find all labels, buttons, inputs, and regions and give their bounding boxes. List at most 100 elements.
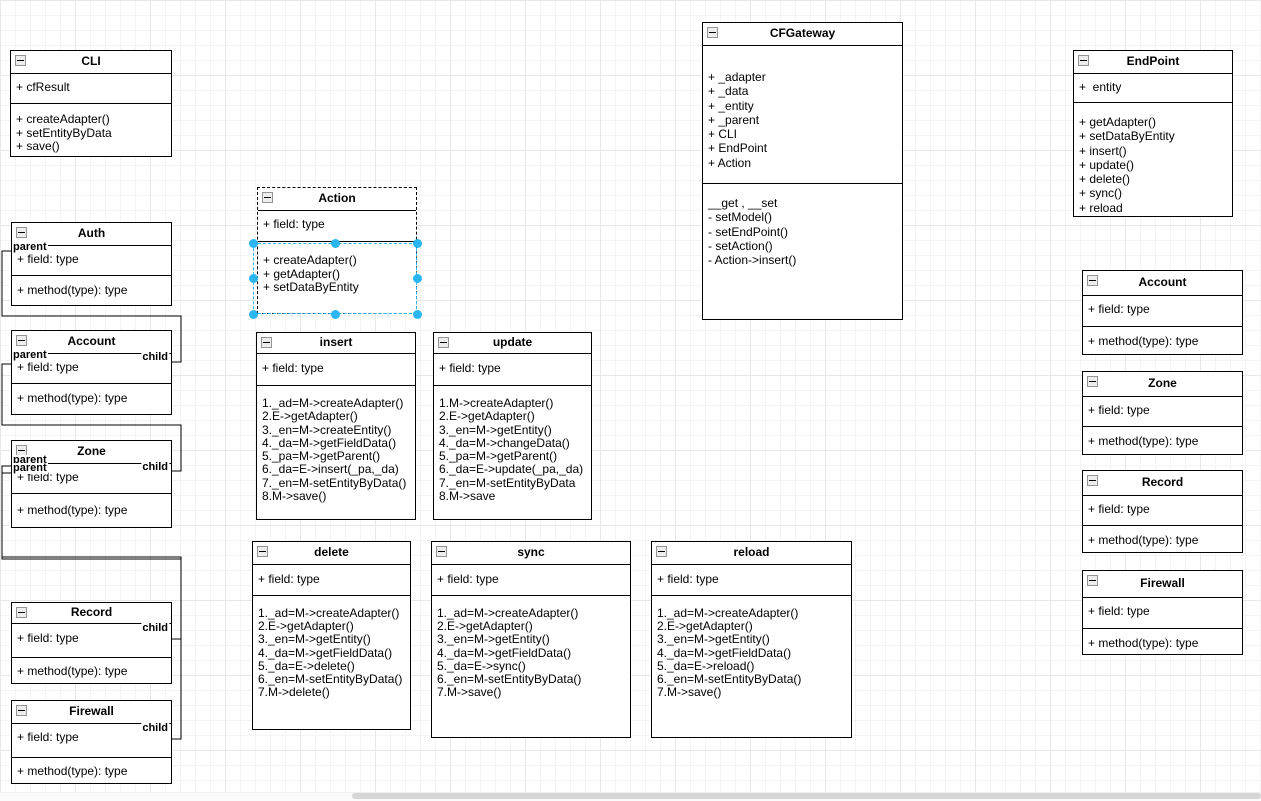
collapse-icon[interactable]: [1087, 575, 1098, 586]
method-row[interactable]: 7._en=M-setEntityByData: [439, 475, 576, 490]
method-row[interactable]: - Action->insert(): [708, 253, 797, 268]
selection-handle[interactable]: [330, 309, 340, 319]
field-row[interactable]: + field: type: [262, 361, 324, 375]
method-row[interactable]: 2.E->getAdapter(): [437, 619, 533, 634]
method-row[interactable]: 3._en=M->createEntity(): [262, 422, 392, 437]
method-row[interactable]: 1.M->createAdapter(): [439, 396, 554, 410]
method-row[interactable]: 5._da=E->sync(): [437, 658, 526, 673]
collapse-icon[interactable]: [257, 546, 268, 557]
method-row[interactable]: 6._da=E->insert(_pa,_da): [262, 462, 399, 477]
method-row[interactable]: 7._en=M-setEntityByData(): [262, 475, 407, 490]
method-row[interactable]: 4._da=M->changeData(): [439, 435, 570, 450]
method-row[interactable]: 8.M->save: [439, 489, 496, 504]
method-row[interactable]: 4._da=M->getFieldData(): [657, 645, 792, 660]
field-row[interactable]: + field: type: [657, 572, 719, 586]
selection-handle[interactable]: [412, 274, 422, 283]
field-row[interactable]: + field: type: [17, 730, 79, 744]
method-row[interactable]: 1._ad=M->createAdapter(): [657, 606, 799, 620]
method-row[interactable]: 8.M->save(): [262, 489, 327, 504]
method-row[interactable]: 5._da=E->reload(): [657, 658, 755, 673]
field-row[interactable]: + field: type: [263, 217, 325, 231]
method-row[interactable]: 1._ad=M->createAdapter(): [437, 606, 579, 620]
field-row[interactable]: + field: type: [17, 470, 79, 484]
method-row[interactable]: 2.E->getAdapter(): [439, 409, 535, 424]
selection-handle[interactable]: [248, 274, 258, 283]
method-row[interactable]: + setDataByEntity: [1079, 129, 1175, 144]
method-row[interactable]: + save(): [16, 139, 60, 153]
selection-handle[interactable]: [248, 238, 258, 248]
collapse-icon[interactable]: [1087, 475, 1098, 486]
class-zone-right[interactable]: Zone+ field: type+ method(type): type: [1082, 371, 1243, 455]
edge-label-parent[interactable]: parent: [12, 462, 48, 474]
method-row[interactable]: 3._en=M->getEntity(): [439, 422, 552, 437]
edge-label-parent[interactable]: parent: [12, 454, 48, 466]
class-firewall-right[interactable]: Firewall+ field: type+ method(type): typ…: [1082, 570, 1243, 655]
field-row[interactable]: + field: type: [1088, 502, 1150, 516]
field-row[interactable]: + cfResult: [16, 80, 70, 94]
method-row[interactable]: 3._en=M->getEntity(): [437, 632, 550, 647]
class-record-right[interactable]: Record+ field: type+ method(type): type: [1082, 470, 1243, 553]
field-row[interactable]: + field: type: [439, 361, 501, 375]
method-row[interactable]: 7.M->delete(): [258, 685, 330, 700]
method-row[interactable]: 4._da=M->getFieldData(): [437, 645, 572, 660]
field-row[interactable]: + field: type: [17, 252, 79, 266]
method-row[interactable]: __get , __set: [708, 196, 778, 210]
collapse-icon[interactable]: [262, 192, 273, 203]
class-account-right[interactable]: Account+ field: type+ method(type): type: [1082, 270, 1243, 355]
class-record-left[interactable]: Record+ field: type+ method(type): type: [11, 602, 172, 684]
method-row[interactable]: - setEndPoint(): [708, 224, 789, 239]
method-row[interactable]: 6._en=M-setEntityByData(): [258, 671, 403, 686]
method-row[interactable]: + delete(): [1079, 172, 1131, 187]
method-row[interactable]: 6._en=M-setEntityByData(): [437, 671, 582, 686]
method-row[interactable]: + method(type): type: [17, 283, 128, 297]
method-row[interactable]: + method(type): type: [17, 664, 128, 678]
method-row[interactable]: + method(type): type: [1088, 334, 1199, 348]
method-row[interactable]: 4._da=M->getFieldData(): [262, 435, 397, 450]
field-row[interactable]: + field: type: [17, 631, 79, 645]
method-row[interactable]: + method(type): type: [17, 391, 128, 405]
class-cfgateway[interactable]: CFGateway+ _adapter+ _data+ _entity+ _pa…: [702, 22, 903, 320]
field-row[interactable]: + EndPoint: [708, 141, 768, 156]
method-row[interactable]: 5._pa=M->getParent(): [439, 449, 558, 464]
method-row[interactable]: 2.E->getAdapter(): [657, 619, 753, 634]
collapse-icon[interactable]: [16, 335, 27, 346]
collapse-icon[interactable]: [1078, 55, 1089, 66]
method-row[interactable]: 6._en=M-setEntityByData(): [657, 671, 802, 686]
method-row[interactable]: 3._en=M->getEntity(): [657, 632, 770, 647]
class-endpoint[interactable]: EndPoint+ entity+ getAdapter()+ setDataB…: [1073, 50, 1233, 217]
method-row[interactable]: - setModel(): [708, 210, 773, 225]
selection-handle[interactable]: [248, 309, 258, 319]
collapse-icon[interactable]: [436, 546, 447, 557]
method-row[interactable]: 1._ad=M->createAdapter(): [262, 396, 404, 410]
method-row[interactable]: + sync(): [1079, 186, 1123, 201]
collapse-icon[interactable]: [15, 55, 26, 66]
edge-label-child[interactable]: child: [141, 622, 169, 634]
edge-zone-to-firewall[interactable]: [1, 472, 182, 740]
method-row[interactable]: + createAdapter(): [16, 112, 110, 126]
method-row[interactable]: 4._da=M->getFieldData(): [258, 645, 393, 660]
method-row[interactable]: 3._en=M->getEntity(): [258, 632, 371, 647]
edge-label-child[interactable]: child: [141, 351, 169, 363]
edge-label-parent[interactable]: parent: [12, 241, 48, 253]
class-zone-left[interactable]: Zone+ field: type+ method(type): type: [11, 440, 172, 528]
method-row[interactable]: + insert(): [1079, 143, 1127, 158]
method-row[interactable]: + setDataByEntity: [263, 280, 359, 294]
method-row[interactable]: + method(type): type: [17, 764, 128, 778]
horizontal-scrollbar-thumb[interactable]: [352, 793, 1261, 799]
method-row[interactable]: 1._ad=M->createAdapter(): [258, 606, 400, 620]
field-row[interactable]: + field: type: [1088, 403, 1150, 417]
selection-handle[interactable]: [412, 309, 422, 319]
field-row[interactable]: + _adapter: [708, 70, 766, 84]
selection-handle[interactable]: [330, 238, 340, 248]
method-row[interactable]: + getAdapter(): [263, 266, 341, 281]
collapse-icon[interactable]: [16, 607, 27, 618]
edge-zone-to-record[interactable]: [1, 465, 182, 640]
method-row[interactable]: + setEntityByData: [16, 125, 112, 140]
collapse-icon[interactable]: [16, 705, 27, 716]
field-row[interactable]: + _entity: [708, 98, 754, 113]
